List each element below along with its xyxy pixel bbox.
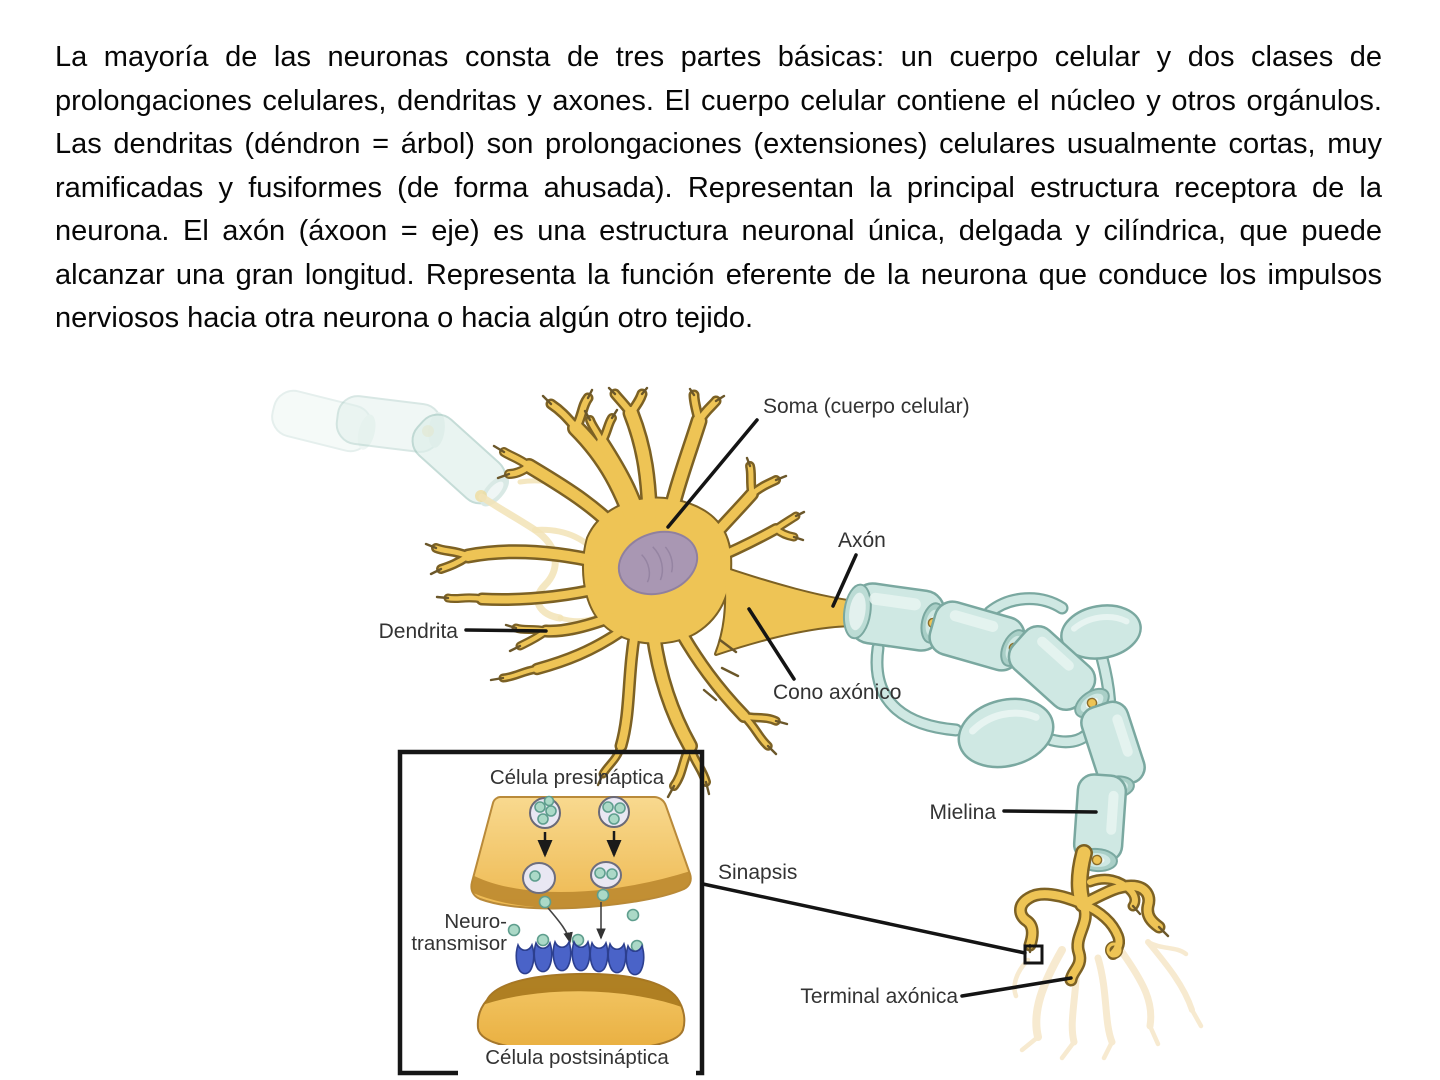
leader-lines [464, 418, 1098, 998]
synaptic-vesicles [529, 795, 630, 829]
dendrite-label: Dendrita [379, 620, 459, 643]
receptors [515, 941, 645, 976]
axon-terminal-label: Terminal axónica [800, 985, 958, 1008]
synapse-marker-square [1023, 944, 1044, 965]
schwann-cell-oval [957, 697, 1055, 769]
postsynaptic-label: Célula postsináptica [485, 1046, 669, 1069]
myelin-label: Mielina [929, 801, 996, 824]
myelin-segment [842, 582, 946, 652]
axon-terminal [1014, 844, 1170, 987]
fusing-vesicles [522, 861, 622, 894]
neuron-diagram: Célula presináptica [271, 386, 1204, 1077]
neurotransmitter-dots [507, 888, 644, 953]
soma-label: Soma (cuerpo celular) [763, 395, 970, 418]
dendrite-twigs [424, 386, 806, 799]
schwann-cell-oval [1060, 604, 1142, 660]
nucleus [617, 530, 699, 596]
synapse-inset: Célula presináptica [397, 749, 705, 1077]
neurotransmitter-label-line1: Neuro- [444, 910, 507, 933]
ghost-myelinated-axon [271, 389, 510, 507]
synapse-label: Sinapsis [718, 861, 797, 884]
presynaptic-label: Célula presináptica [490, 766, 665, 789]
axon-hillock-label: Cono axónico [773, 681, 901, 704]
axon-label: Axón [838, 529, 886, 552]
intro-paragraph: La mayoría de las neuronas consta de tre… [55, 41, 1382, 334]
neurotransmitter-label-line2: transmisor [411, 932, 507, 955]
neuron-cell [424, 386, 864, 799]
diagram-labels: Soma (cuerpo celular) Axón Dendrita Cono… [379, 395, 997, 1008]
myelin-segment [1072, 773, 1128, 863]
myelin-sheath [842, 582, 1146, 873]
